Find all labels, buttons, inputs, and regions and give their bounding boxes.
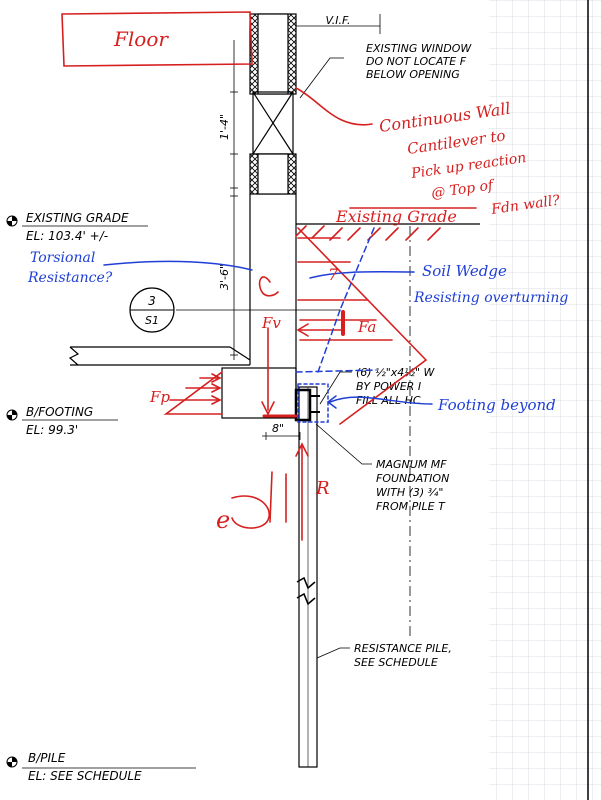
- magnum-note-3: WITH (3) ¾": [376, 486, 443, 499]
- markup-fa: Fa: [357, 318, 376, 336]
- cad-linework: [22, 13, 480, 769]
- markup-torsional-1: Torsional: [30, 250, 95, 266]
- elevation-marker-pile: [6, 756, 18, 768]
- markup-seven: 7: [328, 265, 339, 284]
- markup-torsional-2: Resistance?: [27, 270, 113, 286]
- vif-label: V.I.F.: [326, 14, 351, 27]
- window-note-2: DO NOT LOCATE F: [366, 55, 467, 68]
- dim-upper: 1'-4": [218, 114, 231, 140]
- existing-grade-title: EXISTING GRADE: [26, 211, 129, 225]
- markup-footing-beyond: Footing beyond: [437, 396, 556, 414]
- markup-soil-wedge-2: Resisting overturning: [413, 290, 568, 306]
- footing-elev: EL: 99.3': [26, 423, 78, 437]
- markup-fv: Fv: [261, 314, 281, 332]
- pile-note-2: SEE SCHEDULE: [354, 656, 438, 669]
- pile-base-elev: EL: SEE SCHEDULE: [28, 769, 142, 783]
- markup-e: e: [216, 506, 230, 534]
- window-note-1: EXISTING WINDOW: [366, 42, 472, 55]
- dim-lower: 3'-6": [218, 264, 231, 290]
- window-note-3: BELOW OPENING: [366, 68, 460, 81]
- pile-note-1: RESISTANCE PILE,: [354, 642, 452, 655]
- red-markup-lines: [61, 11, 477, 541]
- section-sheet: S1: [145, 314, 159, 327]
- pile-base-title: B/PILE: [28, 751, 66, 765]
- magnum-note-1: MAGNUM MF: [376, 458, 447, 471]
- markup-wall-4: @ Top of: [430, 177, 497, 202]
- elevation-marker-footing: [6, 409, 18, 421]
- magnum-note-2: FOUNDATION: [376, 472, 449, 485]
- anchor-note-2: BY POWER I: [356, 380, 421, 393]
- markup-floor: Floor: [113, 27, 169, 51]
- markup-r: R: [315, 478, 330, 499]
- magnum-note-4: FROM PILE T: [376, 500, 446, 513]
- elevation-marker-grade: [6, 215, 18, 227]
- markup-existing-grade: Existing Grade: [335, 207, 457, 226]
- section-number: 3: [148, 294, 156, 308]
- blue-markup-lines: [103, 227, 433, 423]
- section-tag: 3 S1: [129, 287, 175, 333]
- dim-width: 8": [272, 422, 284, 435]
- note-grid-strip: [489, 0, 589, 800]
- markup-soil-wedge-1: Soil Wedge: [422, 262, 507, 280]
- footing-title: B/FOOTING: [26, 405, 93, 419]
- anchor-note-1: (6) ½"x4½" W: [356, 366, 436, 379]
- existing-grade-elev: EL: 103.4' +/-: [26, 229, 108, 243]
- markup-fp: Fp: [149, 388, 170, 406]
